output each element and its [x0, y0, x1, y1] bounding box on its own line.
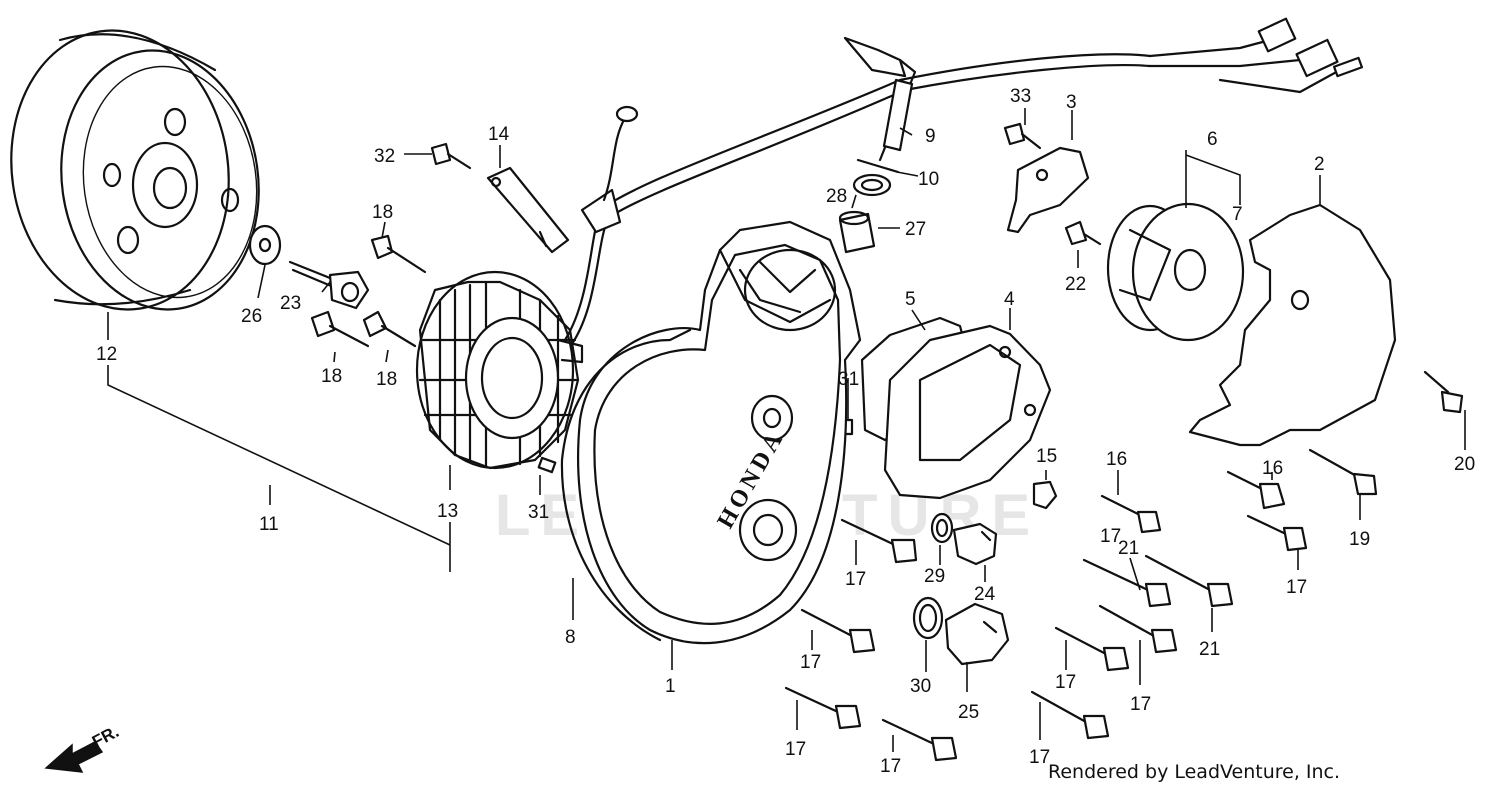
callout-10: 10: [918, 169, 939, 190]
terminal-9: [882, 78, 914, 152]
bolt-21-right: [1144, 554, 1234, 608]
plug-24: [952, 522, 998, 566]
bearing-27: [838, 210, 876, 254]
callout-24: 24: [974, 584, 996, 605]
bolt-17-b: [800, 608, 876, 654]
callout-8: 8: [565, 627, 576, 648]
callout-17-f: 17: [1055, 672, 1076, 693]
callout-7: 7: [1232, 204, 1243, 225]
callout-25: 25: [958, 702, 979, 723]
bolt-17-d: [881, 718, 958, 762]
callout-17-a: 17: [845, 569, 866, 590]
callout-23: 23: [280, 293, 301, 314]
callout-13: 13: [437, 501, 458, 522]
o-ring-28: [852, 173, 892, 197]
rotor-6-7: [1106, 202, 1245, 342]
bolt-21-left: [1082, 558, 1172, 608]
callout-17-d: 17: [880, 756, 901, 777]
callout-16-right: 16: [1262, 458, 1283, 479]
callout-17-h: 17: [1286, 577, 1307, 598]
callout-32: 32: [374, 146, 395, 167]
callout-9: 9: [925, 126, 936, 147]
o-ring-29: [930, 512, 954, 544]
callout-29: 29: [924, 566, 945, 587]
nut-15: [1032, 480, 1058, 510]
callout-31-right: 31: [838, 369, 859, 390]
callout-30: 30: [910, 676, 931, 697]
callout-21-right: 21: [1199, 639, 1220, 660]
gasket-8: [560, 328, 692, 462]
callout-2: 2: [1314, 154, 1325, 175]
clip-10: [856, 158, 900, 174]
callout-31-left: 31: [528, 502, 549, 523]
bolt-33: [1003, 122, 1042, 150]
wiring-harness: [563, 17, 1364, 346]
bolt-20: [1423, 370, 1464, 414]
callout-15: 15: [1036, 446, 1057, 467]
bolt-16-left: [1100, 494, 1162, 534]
callout-22: 22: [1065, 274, 1086, 295]
bolt-32: [430, 142, 472, 170]
callout-19: 19: [1349, 529, 1370, 550]
bolt-23: [288, 260, 370, 310]
cover-2: [1188, 203, 1397, 447]
callout-6: 6: [1207, 129, 1218, 150]
bolt-17-e: [1030, 690, 1110, 740]
bolt-17-f: [1054, 626, 1130, 672]
bolt-18-right: [362, 310, 417, 348]
callout-28: 28: [826, 186, 847, 207]
callout-18-left: 18: [321, 366, 342, 387]
bolt-17-c: [784, 686, 862, 730]
bolt-18-left: [310, 310, 370, 348]
callout-33: 33: [1010, 86, 1031, 107]
bolt-22: [1064, 220, 1102, 246]
callout-17-i: 17: [1100, 526, 1121, 547]
bolt-17-a: [840, 518, 918, 564]
callout-20: 20: [1454, 454, 1475, 475]
callout-17-g: 17: [1130, 694, 1151, 715]
callout-14: 14: [488, 124, 510, 145]
callout-3: 3: [1066, 92, 1077, 113]
callout-18-right: 18: [376, 369, 397, 390]
callout-11: 11: [259, 514, 279, 535]
flywheel-part: [10, 29, 260, 311]
credit-text: Rendered by LeadVenture, Inc.: [1048, 761, 1340, 783]
clamp-14: [486, 166, 570, 254]
callout-5: 5: [905, 289, 916, 310]
stator-13: [415, 270, 584, 470]
cap-25: [944, 602, 1010, 666]
bolt-19: [1308, 448, 1378, 496]
bolt-16-right: [1226, 470, 1286, 510]
callout-18-upper: 18: [372, 202, 393, 223]
callout-16-left: 16: [1106, 449, 1127, 470]
callout-21-left: 21: [1118, 538, 1139, 559]
crankcase-cover-1: HONDA: [576, 220, 862, 645]
callout-17-b: 17: [800, 652, 821, 673]
pump-cover-4: [883, 324, 1052, 500]
dowel-pin-31-left: [537, 456, 557, 474]
o-ring-30: [912, 596, 944, 640]
callout-17-c: 17: [785, 739, 806, 760]
washer-26: [248, 224, 282, 266]
bolt-18-upper: [370, 234, 427, 274]
callout-4: 4: [1004, 289, 1015, 310]
front-direction-arrow: FR.: [44, 722, 122, 773]
callout-12: 12: [96, 344, 117, 365]
bracket-3: [1006, 146, 1090, 234]
callout-27: 27: [905, 219, 926, 240]
bolt-17-h: [1246, 514, 1308, 552]
callout-1: 1: [665, 676, 676, 697]
callout-17-e: 17: [1029, 747, 1050, 768]
leader-lines: [107, 108, 1466, 752]
bolt-17-g: [1098, 604, 1178, 654]
callout-26: 26: [241, 306, 262, 327]
